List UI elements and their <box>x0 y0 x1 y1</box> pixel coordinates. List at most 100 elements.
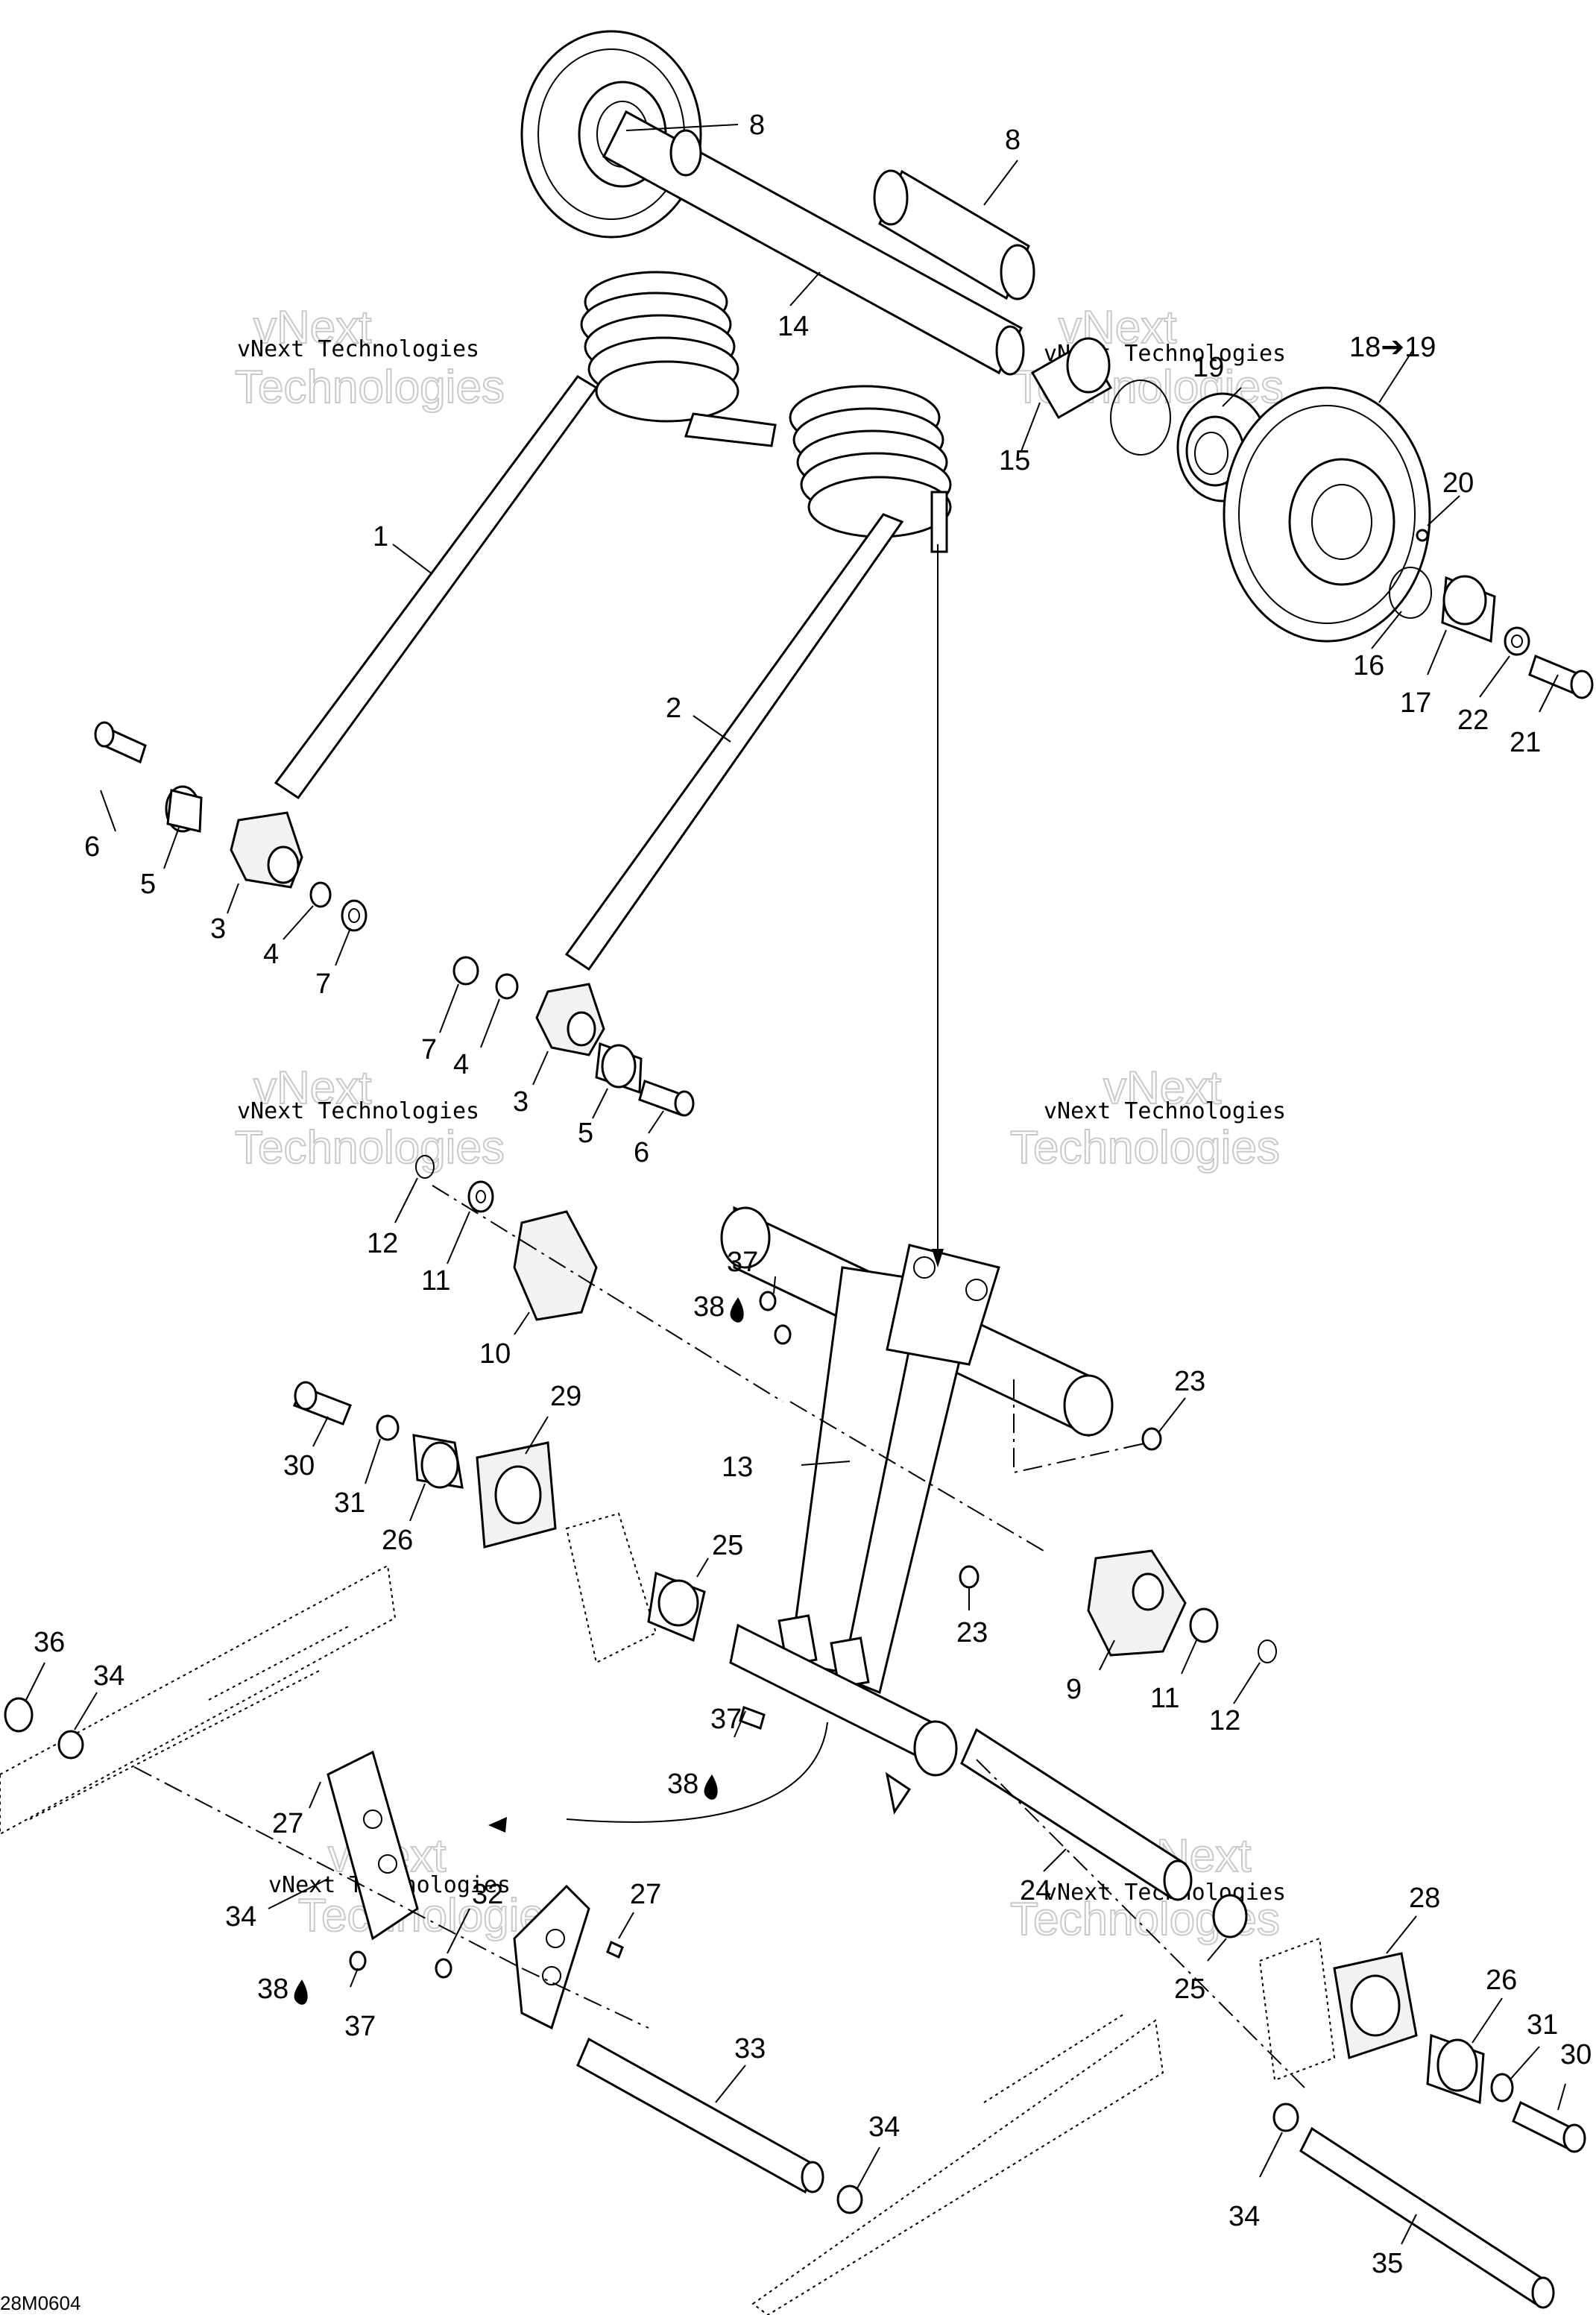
callout-38: 38 <box>693 1291 725 1323</box>
washer-11-right <box>1189 1607 1219 1643</box>
callout-23: 23 <box>956 1617 988 1648</box>
callout-14: 14 <box>778 311 809 342</box>
callout-17: 17 <box>1400 687 1431 719</box>
cross-shaft-35 <box>1299 2126 1555 2309</box>
axle-sleeve-15 <box>1030 337 1113 420</box>
callout-27: 27 <box>630 1879 661 1910</box>
grease-drop-icons <box>294 1297 744 2005</box>
callout-13: 13 <box>722 1452 753 1483</box>
svg-text:vNext Technologies: vNext Technologies <box>237 336 479 362</box>
slide-rail-right <box>751 2012 1164 2315</box>
callout-25: 25 <box>712 1530 743 1561</box>
drop-icon <box>730 1297 744 1323</box>
callout-25: 25 <box>1174 1974 1205 2005</box>
callout-36: 36 <box>34 1627 65 1658</box>
grease-fitting-37-top <box>759 1291 792 1345</box>
callout-27: 27 <box>272 1808 303 1839</box>
callout-5: 5 <box>578 1118 593 1149</box>
callout-31: 31 <box>334 1487 365 1519</box>
snap-ring-16 <box>1389 567 1432 619</box>
callout-32: 32 <box>472 1879 503 1910</box>
callout-18-19: 18➔19 <box>1349 332 1436 363</box>
washer-11-left <box>467 1180 494 1213</box>
watermark-mid-left: vNext Technologies vNext Technologies <box>234 1062 505 1174</box>
nut-36 <box>4 1697 34 1733</box>
callout-26: 26 <box>382 1525 413 1556</box>
spring-block-3-right <box>535 983 605 1056</box>
spacer-17 <box>1441 575 1496 643</box>
svg-text:vNext: vNext <box>1103 1062 1221 1114</box>
cross-shaft-24 <box>960 1727 1193 1901</box>
pin-27-right <box>606 1940 624 1959</box>
bushing-5-right <box>595 1042 643 1094</box>
svg-text:Technologies: Technologies <box>235 362 505 413</box>
idler-wheel-right <box>1223 386 1431 643</box>
bolt-6-right <box>638 1080 695 1117</box>
callout-16: 16 <box>1353 650 1384 681</box>
callout-34: 34 <box>93 1660 124 1692</box>
bolt-6-left <box>94 721 147 764</box>
torsion-spring-1 <box>274 271 777 800</box>
callout-2: 2 <box>666 693 681 724</box>
callout-3: 3 <box>513 1086 529 1118</box>
leader-lines <box>25 124 1566 2245</box>
bolt-30-right <box>1512 2100 1586 2153</box>
bushing-25-left <box>647 1571 706 1642</box>
nut-7-right <box>452 956 479 986</box>
callout-10: 10 <box>479 1338 511 1370</box>
grease-fitting-37-mid <box>739 1706 766 1730</box>
callout-28: 28 <box>1409 1883 1440 1914</box>
callout-8: 8 <box>1005 125 1021 156</box>
watermark-mid-right: vNext Technologies vNext Technologies <box>1009 1062 1286 1174</box>
nut-7-left <box>341 899 368 932</box>
drawing-code: 28M0604 <box>0 2292 81 2314</box>
callout-26: 26 <box>1486 1965 1517 1996</box>
callout-20: 20 <box>1442 467 1474 499</box>
washer-22 <box>1504 626 1530 656</box>
callout-31: 31 <box>1527 2009 1558 2041</box>
bushing-26-right <box>1426 2033 1485 2105</box>
idler-wheel-left <box>520 30 702 239</box>
callout-34: 34 <box>868 2111 900 2143</box>
grease-fitting-37-bottom <box>349 1950 452 1979</box>
svg-text:vNext: vNext <box>253 302 371 353</box>
callout-8: 8 <box>749 110 765 141</box>
spring-block-3-left <box>230 811 303 889</box>
callout-35: 35 <box>1372 2248 1403 2279</box>
circlip-12-right <box>1258 1640 1277 1663</box>
callout-15: 15 <box>999 445 1030 476</box>
callout-37: 37 <box>710 1704 742 1735</box>
bracket-right-lower <box>1258 1937 1336 2082</box>
watermark-bottom-left: vNext Technologies vNext Technologies <box>268 1830 569 1942</box>
bolt-30-left <box>293 1381 352 1426</box>
callout-38: 38 <box>667 1768 698 1800</box>
bushing-26-left <box>412 1434 464 1489</box>
cross-shaft-33 <box>576 2037 824 2194</box>
washer-31-left <box>376 1414 400 1441</box>
watermark-group: vNext Technologies vNext Technologies vN… <box>234 301 1286 1946</box>
washer-34-right <box>1272 2103 1299 2132</box>
assembly-lines <box>133 544 1305 2088</box>
circlip-top <box>1110 379 1171 456</box>
drop-icon <box>704 1774 718 1800</box>
drop-icon <box>294 1979 308 2005</box>
callout-37: 37 <box>727 1247 758 1278</box>
bolt-21 <box>1528 654 1594 699</box>
callout-23: 23 <box>1174 1366 1205 1397</box>
svg-text:Technologies: Technologies <box>235 1122 505 1174</box>
callout-38: 38 <box>257 1974 288 2005</box>
callout-12: 12 <box>367 1228 398 1259</box>
washer-4-left <box>309 881 332 908</box>
circlip-12-left <box>415 1155 435 1179</box>
bracket-32 <box>513 1884 590 2030</box>
callout-24: 24 <box>1020 1875 1051 1906</box>
callout-29: 29 <box>550 1381 581 1412</box>
washer-31-right <box>1490 2073 1514 2103</box>
rear-arm-13 <box>720 1206 1114 1815</box>
callout-34: 34 <box>1228 2201 1260 2232</box>
callout-19: 19 <box>1193 352 1224 383</box>
callout-22: 22 <box>1457 705 1489 736</box>
axle-shaft-14 <box>602 110 1025 376</box>
callout-11: 11 <box>421 1265 450 1297</box>
callout-12: 12 <box>1209 1705 1240 1736</box>
